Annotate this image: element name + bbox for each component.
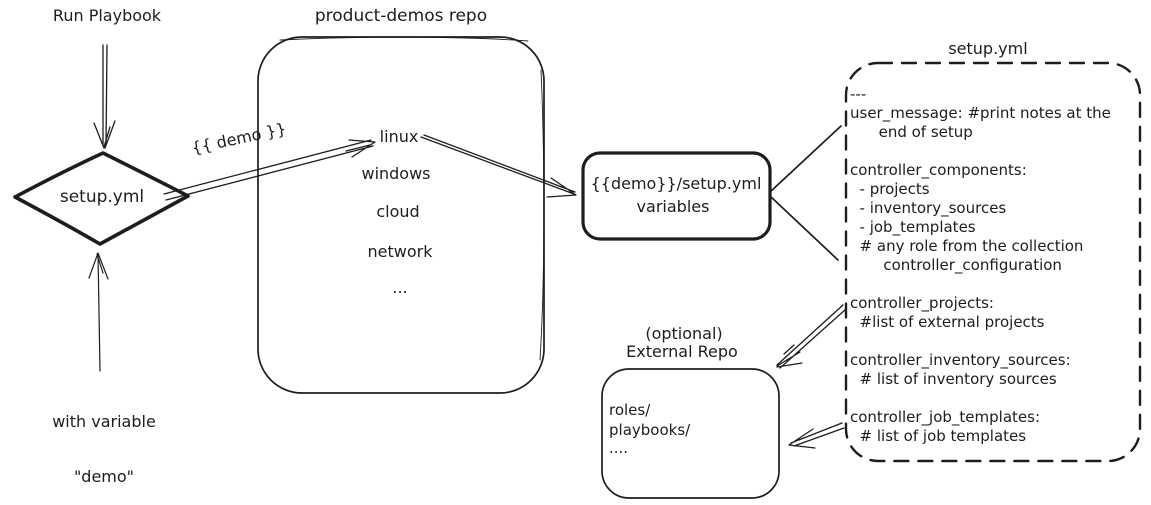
variables-box (581, 151, 772, 241)
yaml-line: --- (850, 85, 867, 103)
setupyml-content: --- user_message: #print notes at the en… (850, 85, 1140, 446)
yaml-line: controller_configuration (850, 256, 1062, 274)
with-variable-arrow (88, 252, 109, 372)
setupyml-title: setup.yml (948, 39, 1028, 58)
external-repo-title-line1: (optional) (645, 324, 723, 343)
linux-to-variables-arrow (420, 134, 577, 198)
yaml-line: controller_components: (850, 161, 1027, 179)
yaml-line: end of setup (850, 123, 973, 141)
run-playbook-label: Run Playbook (52, 6, 162, 25)
yaml-line (850, 142, 1140, 161)
yaml-line (850, 389, 1140, 408)
setupyml-dashed-box (844, 61, 1142, 463)
external-repo-playbooks: playbooks/ (609, 421, 691, 439)
yaml-line: user_message: #print notes at the (850, 104, 1111, 122)
yaml-line: controller_inventory_sources: (850, 351, 1071, 369)
repo-item-network: network (367, 242, 433, 261)
with-variable-line2: "demo" (73, 466, 135, 486)
diamond-label: setup.yml (59, 187, 145, 207)
yaml-line: controller_job_templates: (850, 408, 1041, 426)
setup-yml-diamond (13, 151, 190, 246)
external-repo-roles: roles/ (609, 401, 651, 419)
repo-item-more: ... (392, 278, 408, 297)
yaml-line (850, 275, 1140, 294)
product-demos-box-sketch-line (279, 36, 545, 361)
yaml-line: - projects (850, 180, 930, 198)
yaml-line: - inventory_sources (850, 199, 1007, 217)
setupyml-to-external-arrow-upper (776, 304, 847, 369)
product-demos-repo-title: product-demos repo (314, 6, 488, 26)
demo-arrow (163, 139, 376, 201)
with-variable-label: with variable "demo" (52, 376, 156, 505)
yaml-line (850, 332, 1140, 351)
variables-box-line1: {{demo}}/setup.yml (590, 174, 762, 193)
external-repo-more: .... (609, 439, 629, 457)
yaml-line: - job_templates (850, 218, 976, 236)
yaml-line: # list of inventory sources (850, 370, 1057, 388)
external-repo-box (601, 368, 780, 499)
run-playbook-arrow (93, 44, 116, 149)
setupyml-to-external-arrow-lower (788, 422, 845, 449)
yaml-line: # list of job templates (850, 427, 1027, 445)
variables-box-line2: variables (636, 197, 710, 216)
yaml-line: #list of external projects (850, 313, 1045, 331)
yaml-line: # any role from the collection (850, 237, 1084, 255)
repo-item-cloud: cloud (376, 202, 420, 221)
with-variable-line1: with variable (52, 411, 156, 431)
repo-item-linux: linux (379, 127, 419, 146)
yaml-line: controller_projects: (850, 294, 994, 312)
variables-to-setupyml-lines (769, 125, 842, 261)
external-repo-title-line2: External Repo (626, 342, 738, 361)
repo-item-windows: windows (361, 164, 431, 183)
